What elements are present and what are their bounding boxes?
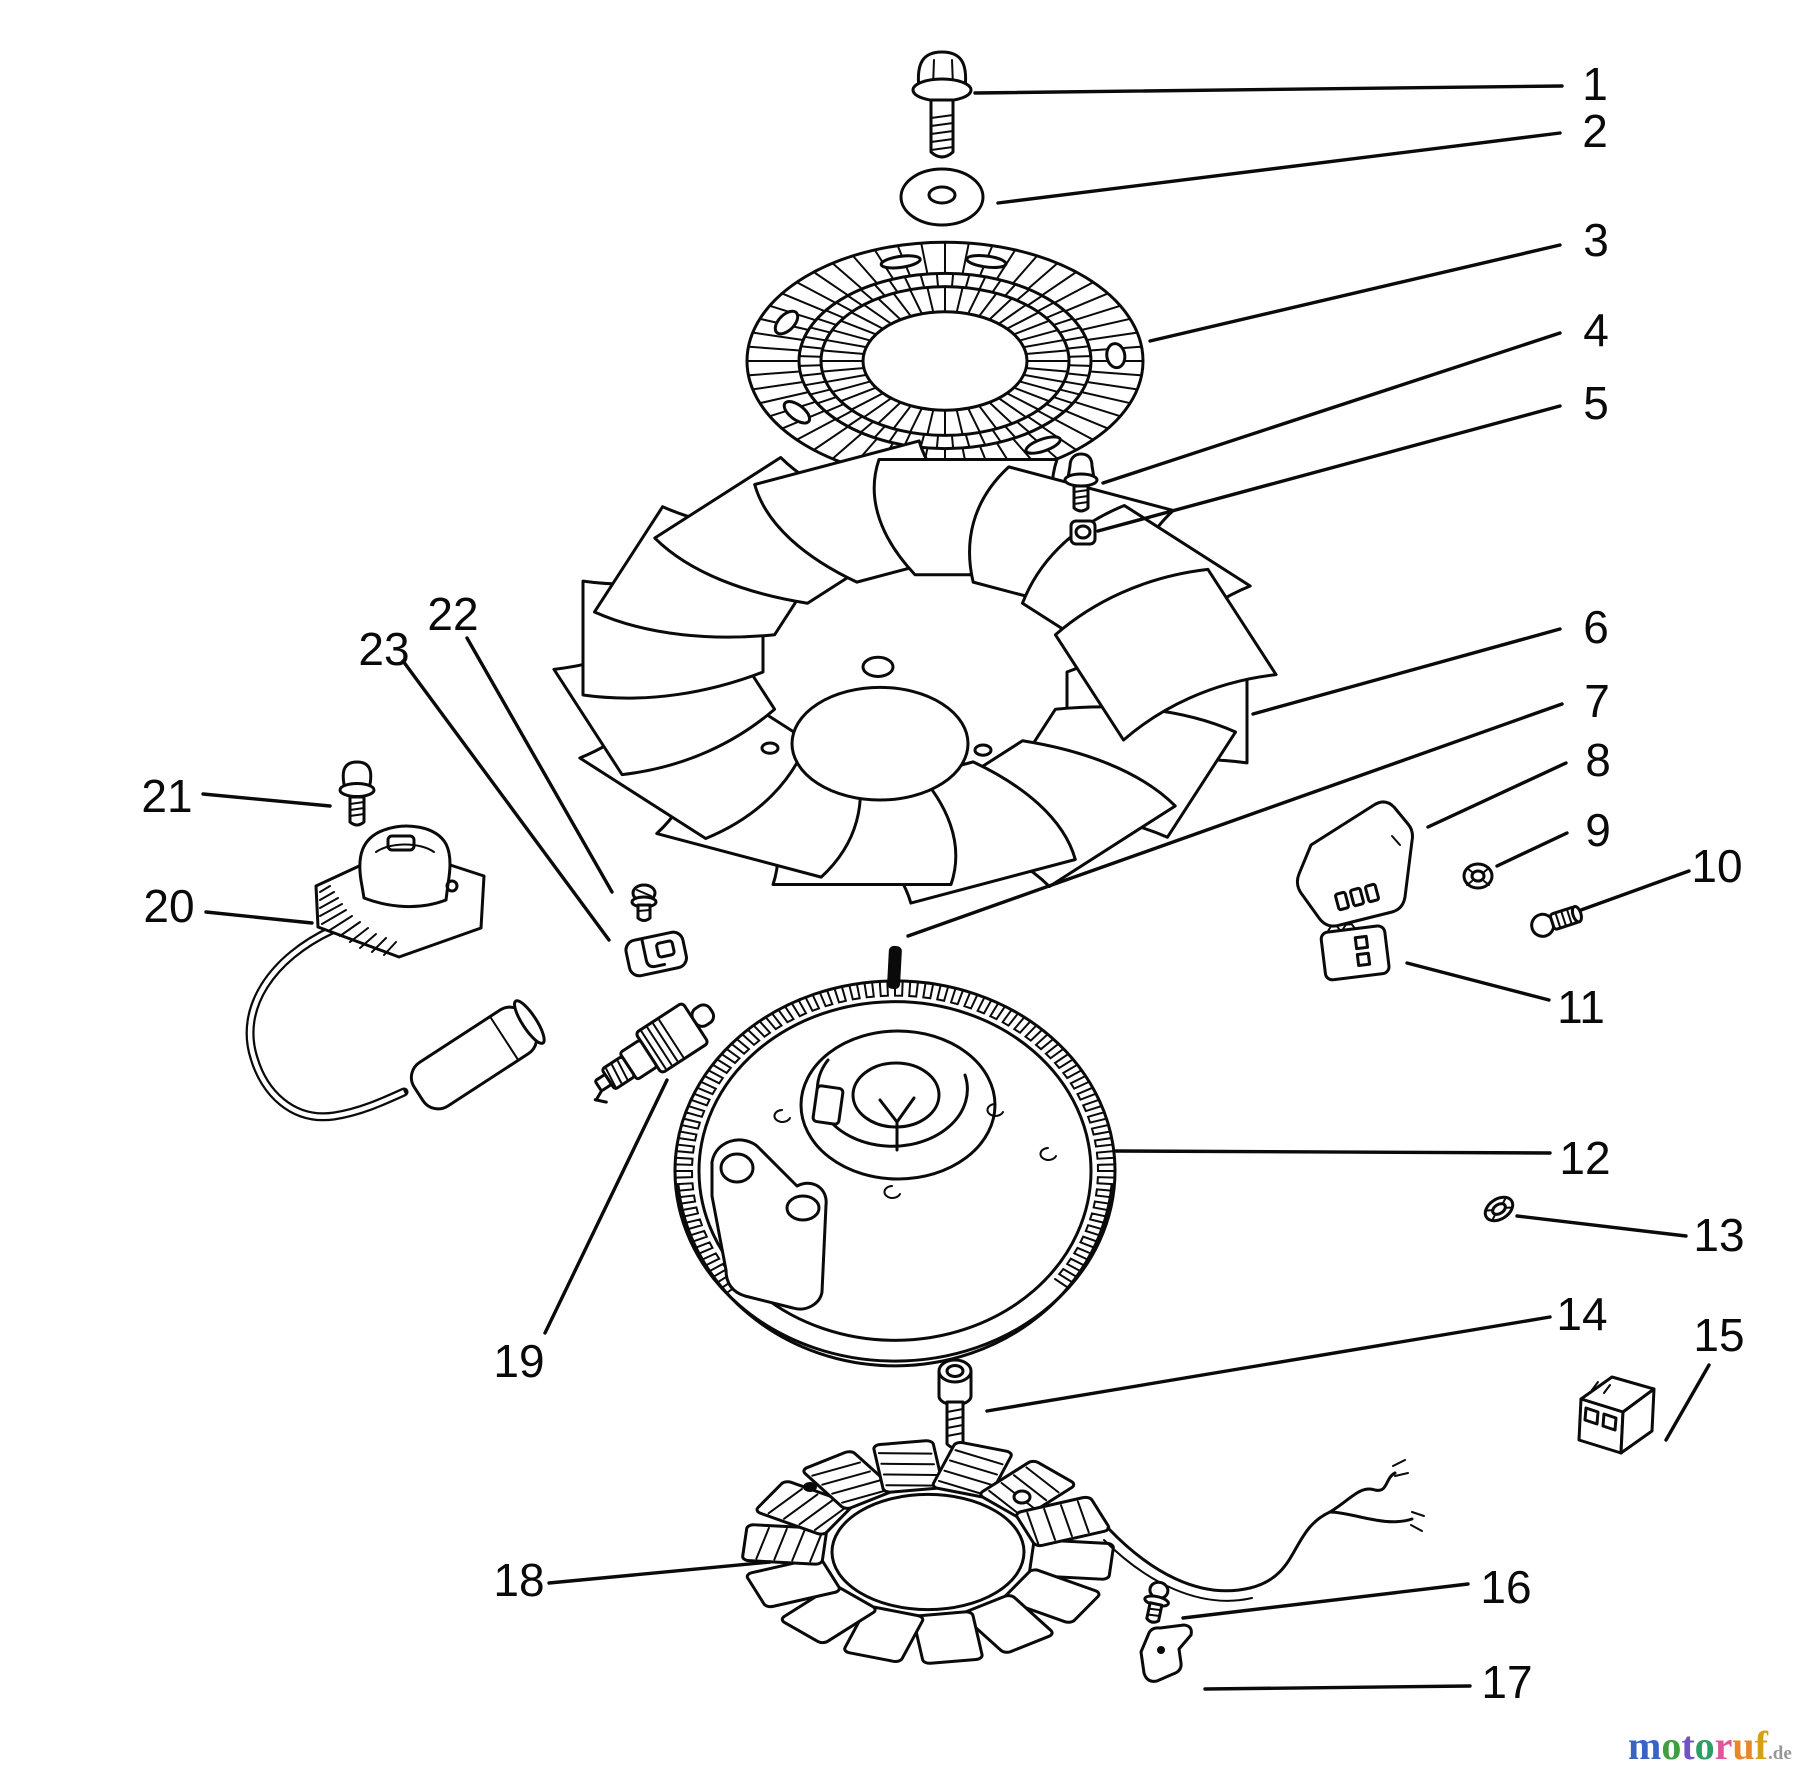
hex-bolt — [1530, 904, 1583, 938]
ignition-coil — [245, 824, 546, 1122]
callout-8: 8 — [1585, 734, 1611, 786]
clamp-bracket — [1139, 1623, 1193, 1683]
callout-21: 21 — [141, 770, 192, 822]
stator — [742, 1440, 1425, 1664]
callout-4: 4 — [1583, 304, 1609, 356]
small-washer — [1483, 1195, 1515, 1223]
leader-line-22 — [465, 636, 614, 894]
callout-22: 22 — [427, 588, 478, 640]
leader-line-21 — [201, 792, 332, 808]
callout-19: 19 — [493, 1335, 544, 1387]
leader-line-9 — [1495, 831, 1569, 868]
callout-6: 6 — [1583, 601, 1609, 653]
ignition-module — [1295, 800, 1414, 928]
leader-line-10 — [1579, 869, 1691, 912]
watermark-letter: o — [1694, 1723, 1715, 1768]
leader-line-2 — [996, 131, 1562, 205]
leader-line-20 — [204, 910, 314, 925]
callout-20: 20 — [143, 880, 194, 932]
leader-line-13 — [1515, 1214, 1688, 1238]
callout-14: 14 — [1556, 1288, 1607, 1340]
fan-bolt — [1063, 452, 1099, 513]
leader-line-3 — [1148, 243, 1562, 343]
leader-line-12 — [1114, 1149, 1552, 1155]
callout-9: 9 — [1585, 804, 1611, 856]
callout-11: 11 — [1557, 981, 1605, 1033]
flywheel — [675, 981, 1115, 1368]
leader-line-6 — [1251, 627, 1562, 716]
leader-line-7 — [906, 702, 1564, 938]
callout-2: 2 — [1582, 105, 1608, 157]
leader-line-16 — [1181, 1582, 1470, 1620]
watermark-word: motoruf — [1628, 1723, 1768, 1768]
coil-bolt — [338, 760, 376, 827]
flange-bolt — [911, 50, 973, 159]
stator-bolt — [1143, 1580, 1170, 1624]
connector-block — [1319, 923, 1391, 982]
watermark-letter: t — [1681, 1723, 1695, 1768]
callout-17: 17 — [1481, 1656, 1532, 1708]
callout-1: 1 — [1582, 58, 1608, 110]
leader-line-18 — [547, 1560, 772, 1585]
callout-23: 23 — [358, 623, 409, 675]
callout-5: 5 — [1583, 377, 1609, 429]
wiring-connector — [1577, 1375, 1656, 1455]
leader-line-5 — [1096, 404, 1562, 533]
fan-nut — [1069, 519, 1097, 546]
callout-13: 13 — [1693, 1209, 1744, 1261]
leader-line-19 — [543, 1078, 669, 1335]
socket-head-bolt — [937, 1358, 973, 1450]
callout-10: 10 — [1691, 840, 1742, 892]
leader-line-17 — [1203, 1684, 1472, 1691]
callout-18: 18 — [493, 1554, 544, 1606]
watermark-suffix: .de — [1768, 1743, 1792, 1764]
watermark-letter: r — [1714, 1723, 1733, 1768]
leader-line-15 — [1664, 1363, 1711, 1442]
callout-7: 7 — [1584, 675, 1610, 727]
terminal-clip — [624, 930, 688, 978]
watermark-letter: m — [1628, 1723, 1662, 1768]
washer-top — [899, 167, 985, 227]
leader-line-23 — [401, 659, 611, 942]
watermark-motoruf: motoruf.de — [1628, 1722, 1800, 1769]
callout-12: 12 — [1559, 1132, 1610, 1184]
watermark-letter: u — [1732, 1723, 1755, 1768]
flywheel-key — [887, 945, 902, 990]
leader-line-14 — [985, 1315, 1552, 1413]
watermark-letter: o — [1661, 1723, 1682, 1768]
callout-3: 3 — [1583, 214, 1609, 266]
small-nut — [1462, 862, 1494, 890]
spark-plug — [593, 1002, 716, 1104]
leader-line-1 — [973, 84, 1564, 95]
leader-line-8 — [1426, 761, 1568, 829]
callout-16: 16 — [1480, 1561, 1531, 1613]
kill-switch-screw — [630, 883, 658, 922]
watermark-letter: f — [1754, 1723, 1768, 1768]
leader-line-11 — [1405, 961, 1551, 1002]
cooling-fan — [538, 430, 1292, 914]
debris-screen — [747, 242, 1143, 480]
callout-15: 15 — [1693, 1309, 1744, 1361]
leader-line-4 — [1101, 331, 1562, 485]
